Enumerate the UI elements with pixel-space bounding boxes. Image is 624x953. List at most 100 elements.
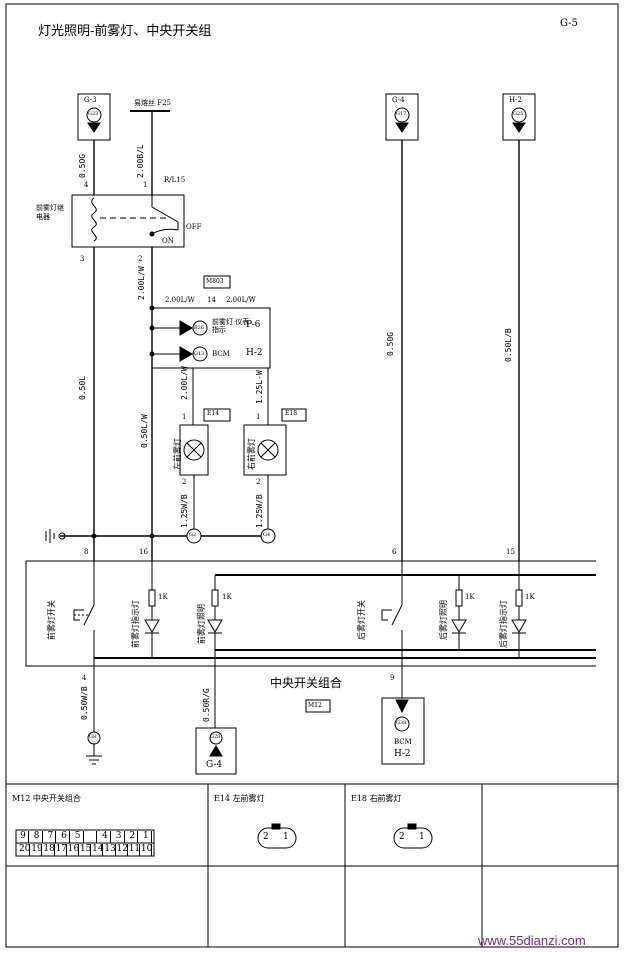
- wire-bottom-g4: 0.50R/G: [202, 688, 211, 722]
- lamp-r-pin-bot: 2: [256, 478, 261, 486]
- wire-relay-out: 2.00L/W: [137, 266, 146, 300]
- lamp-right-label: 右前雾灯: [247, 438, 256, 470]
- relay-pin1-wire: R/L15: [164, 176, 186, 184]
- bottom-bcm-pin: G38: [396, 720, 407, 726]
- m12-pin-cell: 16: [67, 844, 80, 856]
- page-code: G-5: [560, 18, 578, 29]
- wire-h2-mid: 0.50L/B: [504, 328, 513, 362]
- m12-pin-cell: 13: [104, 844, 116, 856]
- resistor-1: 1K: [158, 593, 168, 601]
- sw-pin-6: 6: [392, 548, 397, 556]
- m12-pin-cell: 14: [92, 844, 104, 856]
- m12-pin-cell: 4: [100, 831, 111, 843]
- m12-pin-cell: 11: [128, 844, 141, 856]
- lamp-right-box: [243, 424, 287, 476]
- resistor-3: 1K: [465, 593, 475, 601]
- legend-e14-title: E14 左前雾灯: [214, 794, 265, 803]
- wire-lamp-l-top: 2.00L/W: [180, 366, 189, 400]
- relay-pin-2: 2: [138, 255, 143, 263]
- g3-pin: G23: [88, 111, 99, 117]
- lamp-l-pin-top: 1: [182, 413, 187, 421]
- resistor-4: 1K: [525, 593, 535, 601]
- sw-pin-16: 16: [139, 548, 148, 556]
- m12-pin-cell: 5: [73, 831, 84, 843]
- wire-lamp-r-bot: 1.25W/B: [255, 494, 264, 528]
- wire-g3-top: 0.5OG: [78, 153, 87, 178]
- ground-g1: G2: [189, 532, 197, 538]
- bottom-g4-code: G-4: [206, 760, 223, 770]
- m12-pin-cell: 2: [127, 831, 139, 843]
- relay-on: ON: [162, 237, 174, 245]
- indicator-code: P-6: [246, 320, 261, 330]
- e18-pin-1: 1: [419, 832, 425, 842]
- lamp-left-label: 左前雾灯: [173, 438, 182, 470]
- watermark: www.55dianzi.com: [478, 933, 586, 948]
- m12-pin-cell: 12: [116, 844, 128, 856]
- relay-off: OFF: [186, 223, 202, 231]
- relay-label: 前雾灯继电器: [36, 204, 64, 221]
- m12-pin-cell: 8: [32, 831, 43, 843]
- resistor-2: 1K: [222, 593, 232, 601]
- conn-m803: M803: [206, 278, 224, 285]
- sw-pin-9: 9: [390, 674, 395, 682]
- sw-item-rear-switch: 后雾灯开关: [357, 600, 366, 640]
- legend-e18-title: E18 右前雾灯: [351, 794, 402, 803]
- m12-pin-cell: 15: [79, 844, 92, 856]
- indicator-text: 前雾灯 仪表指示: [212, 318, 250, 334]
- m12-pin-cell: 20: [19, 844, 31, 856]
- m12-pin-cell: 9: [18, 831, 29, 843]
- m12-pin-cell: [86, 831, 98, 843]
- sw-pin-8: 8: [84, 548, 89, 556]
- bottom-g4-pin: G28: [210, 734, 221, 740]
- wire-splice-pin: 14: [207, 296, 216, 304]
- relay-pin-3: 3: [80, 255, 85, 263]
- m12-pin-cell: 1: [141, 831, 152, 843]
- e14-pin-2: 2: [263, 832, 269, 842]
- m12-pin-cell: 17: [55, 844, 68, 856]
- sw-item-rear-illum: 后雾灯照明: [439, 600, 448, 640]
- sw-item-rear-indicator: 后雾灯指示灯: [499, 600, 508, 648]
- bottom-bcm-code: H-2: [394, 749, 411, 759]
- g4-pin: G17: [396, 111, 407, 117]
- h2-pin: G25: [513, 111, 524, 117]
- conn-e18: E18: [285, 410, 298, 417]
- ground-g2: G4: [263, 532, 271, 538]
- sw-item-front-illum: 前雾灯照明: [197, 604, 206, 644]
- bcm-link-text: BCM: [212, 350, 230, 358]
- wire-lamp-l-bot: 1.25W/B: [180, 494, 189, 528]
- e14-pin-1: 1: [283, 832, 289, 842]
- indicator-pin: B26: [194, 325, 205, 331]
- fuse-label: 易熔丝 F25: [134, 99, 171, 107]
- wire-splice-l: 2.00L/W: [165, 296, 195, 304]
- g4-code: G-4: [392, 96, 405, 104]
- g4-bottom-box: [195, 727, 237, 775]
- e18-pin-2: 2: [399, 832, 405, 842]
- m12-pin-cell: 10: [140, 844, 153, 856]
- wire-fuse: 2.00B/L: [136, 144, 145, 178]
- relay-pin-4: 4: [84, 181, 89, 189]
- legend-m12-title: M12 中央开关组合: [12, 794, 81, 803]
- conn-e14: E14: [207, 410, 220, 417]
- wire-splice-r: 2.00L/W: [226, 296, 256, 304]
- sw-item-front-indicator: 前雾灯指示灯: [131, 600, 140, 648]
- conn-m12: M12: [308, 702, 322, 709]
- m12-pin-cell: 18: [43, 844, 55, 856]
- g3-code: G-3: [84, 96, 97, 104]
- m12-pin-cell: 19: [31, 844, 43, 856]
- bottom-bcm-text: BCM: [394, 738, 412, 746]
- relay-box: [71, 194, 185, 248]
- bcm-bottom-box: [381, 697, 425, 765]
- wire-lamp-r-top: 1.25L-W: [255, 370, 264, 404]
- switch-group-label: 中央开关组合: [270, 676, 343, 690]
- splice-box: [151, 307, 271, 369]
- wire-g4-mid: 0.50G: [386, 331, 395, 356]
- sw-pin-15: 15: [506, 548, 515, 556]
- bcm-link-pin: G13: [194, 351, 205, 357]
- wire-bottom-left: 0.50W/B: [80, 686, 89, 720]
- page-title: 灯光照明-前雾灯、中央开关组: [38, 24, 212, 39]
- bottom-ground-pin: G8: [89, 734, 97, 740]
- relay-pin-1: 1: [143, 181, 148, 189]
